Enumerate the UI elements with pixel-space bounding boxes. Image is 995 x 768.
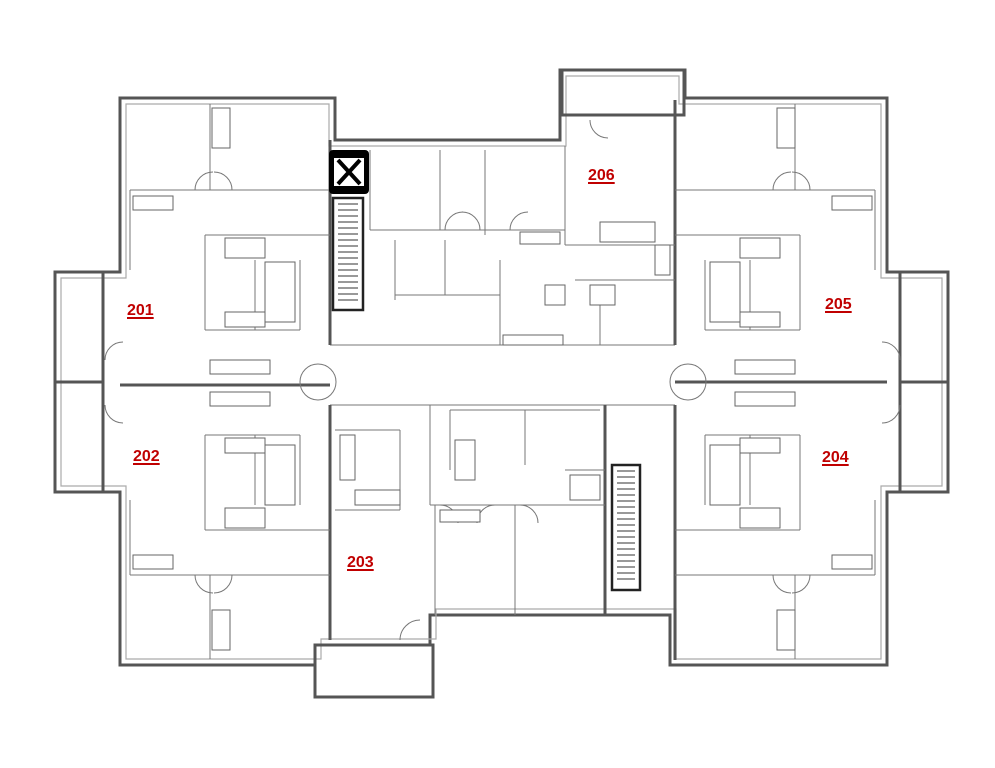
stair-west — [331, 196, 365, 312]
exterior-walls — [53, 68, 950, 699]
unit-label-205[interactable]: 205 — [825, 296, 852, 313]
unit-206-interior — [369, 119, 675, 346]
corridor-walls — [120, 100, 887, 660]
unit-205-interior — [675, 104, 901, 375]
unit-203-interior — [335, 405, 605, 641]
stair-east — [610, 463, 642, 592]
unit-202-interior — [104, 391, 330, 659]
unit-label-204[interactable]: 204 — [822, 449, 849, 466]
unit-201-interior — [104, 104, 330, 375]
unit-label-206[interactable]: 206 — [588, 167, 615, 184]
unit-204-interior — [675, 391, 901, 659]
unit-label-202[interactable]: 202 — [133, 448, 160, 465]
x-box-icon — [329, 150, 369, 194]
unit-label-203[interactable]: 203 — [347, 554, 374, 571]
unit-label-201[interactable]: 201 — [127, 302, 154, 319]
